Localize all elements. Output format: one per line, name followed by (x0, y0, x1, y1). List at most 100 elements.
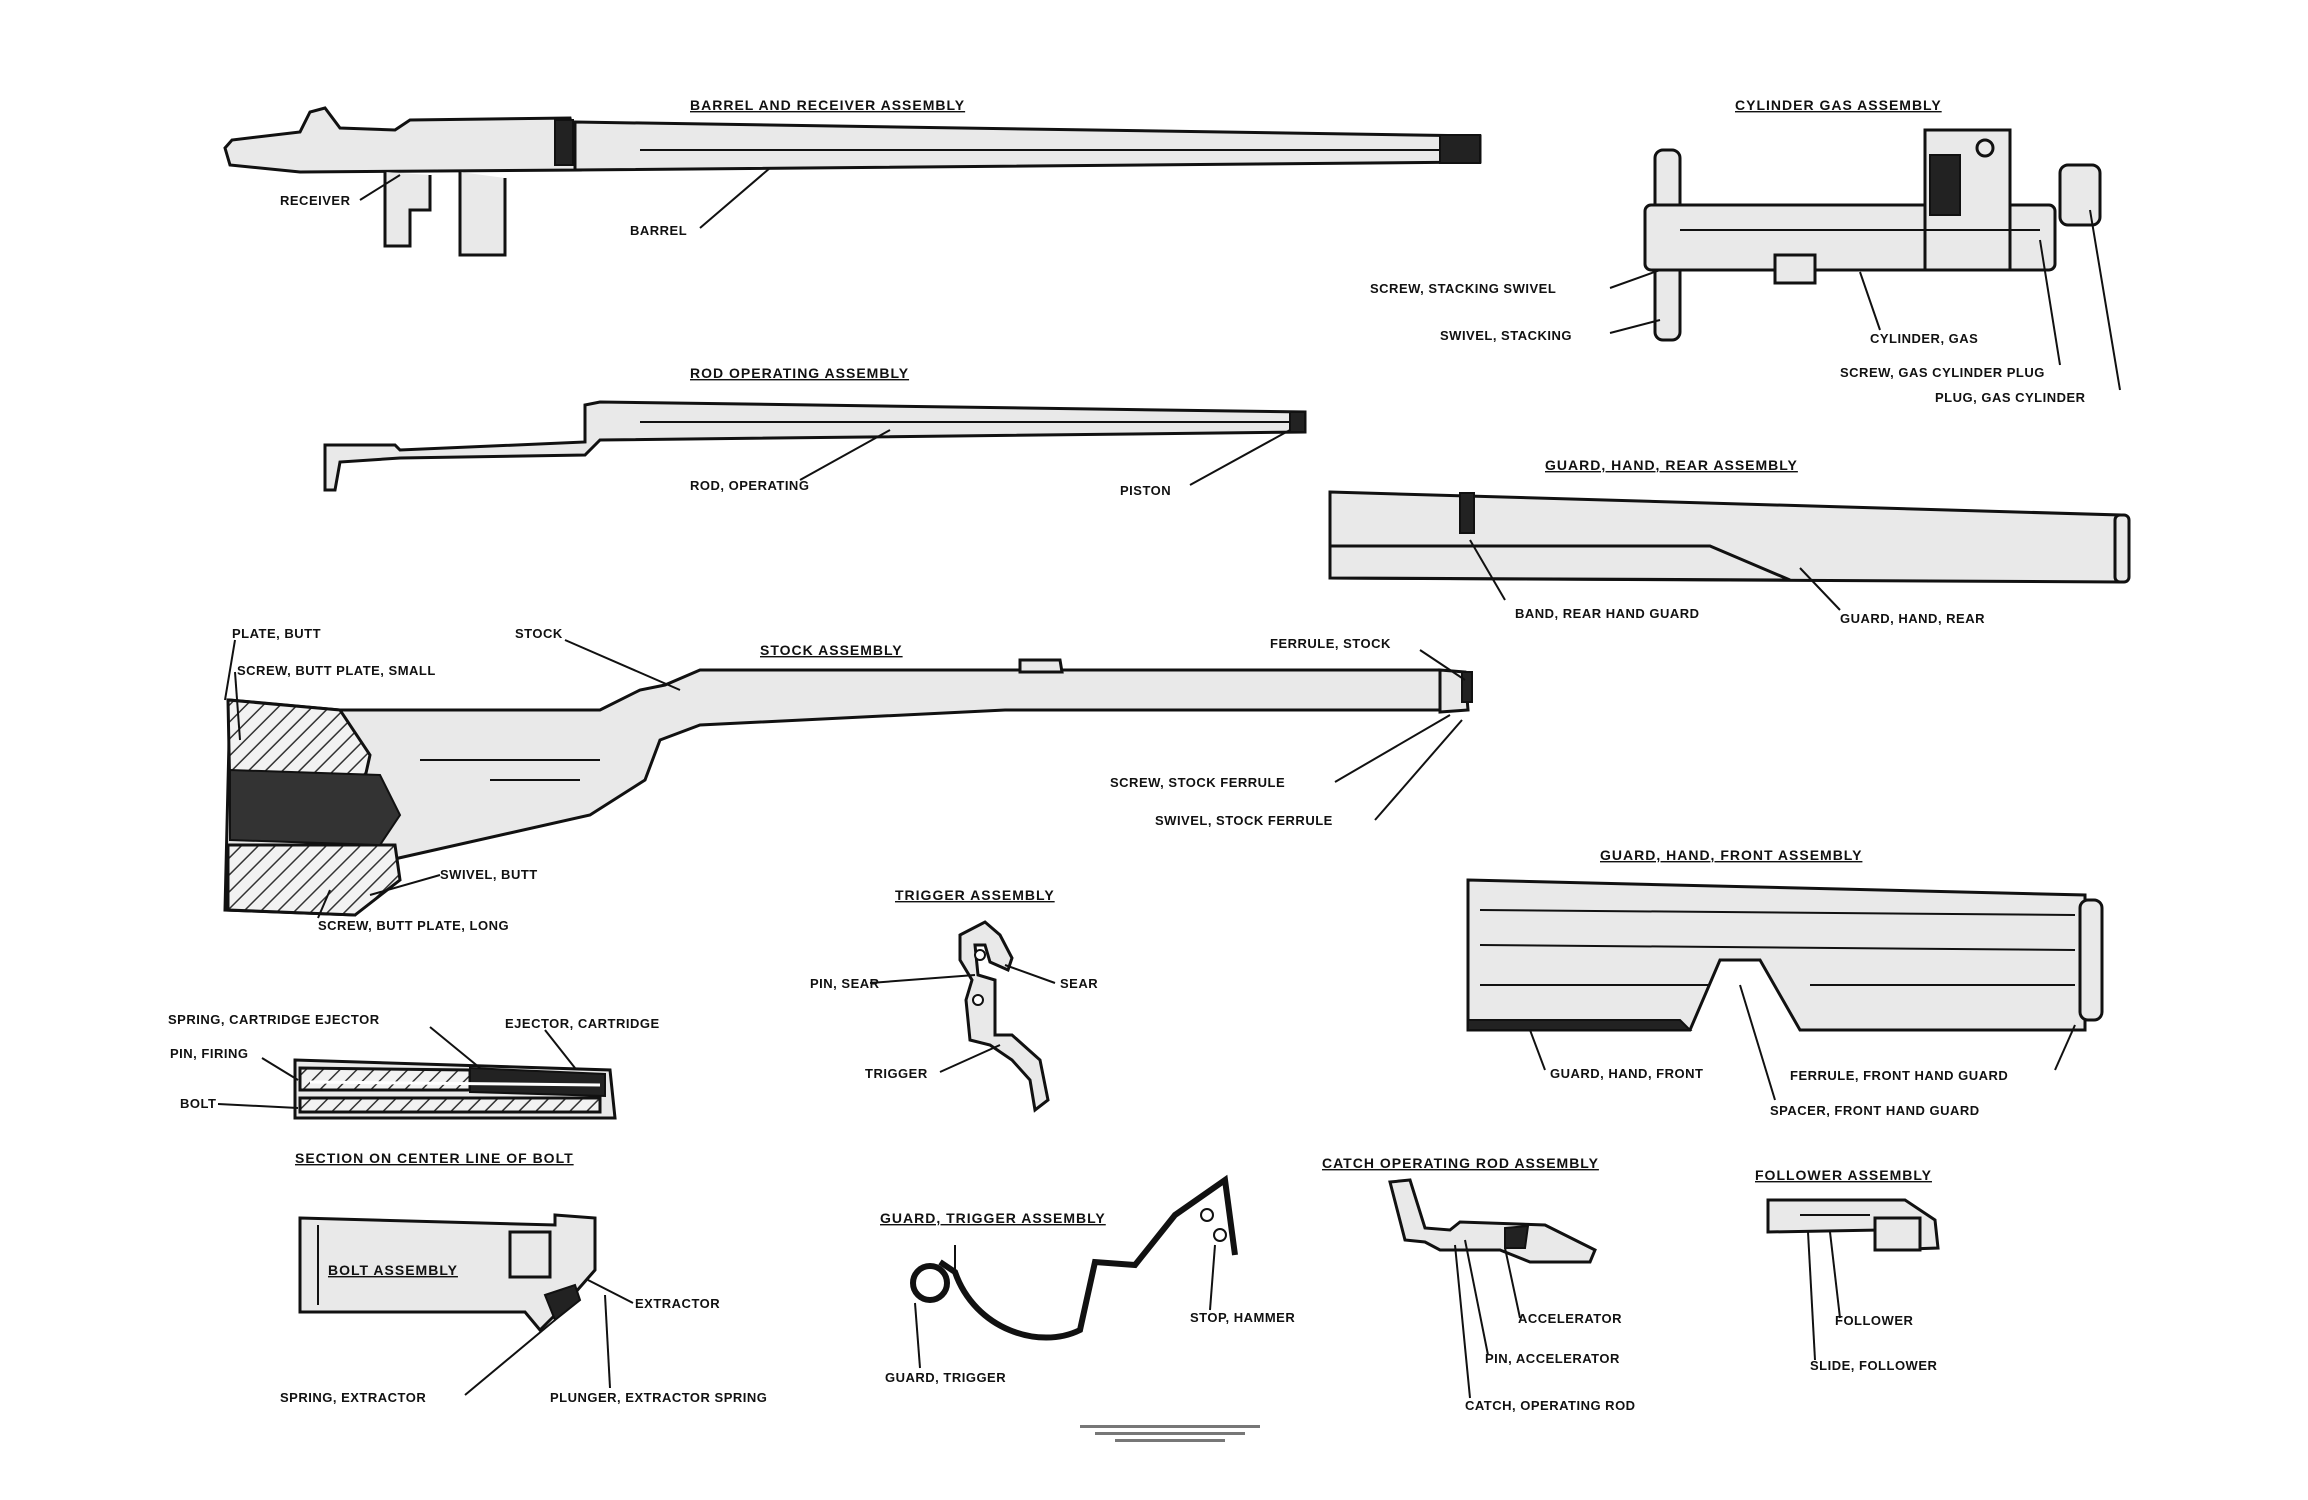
trigger-title: TRIGGER ASSEMBLY (895, 887, 1055, 903)
plate-butt-label: PLATE, BUTT (232, 626, 321, 641)
barrel-receiver-title: BARREL AND RECEIVER ASSEMBLY (690, 97, 965, 113)
receiver-label: RECEIVER (280, 193, 351, 208)
plug-gas-cylinder-label: PLUG, GAS CYLINDER (1935, 390, 2086, 405)
barrel-label: BARREL (630, 223, 687, 238)
screw-gas-cylinder-plug-leader (2039, 239, 2061, 366)
receiver-leader (359, 174, 401, 201)
accelerator-label: ACCELERATOR (1518, 1311, 1622, 1326)
stock-assembly: STOCK ASSEMBLY PLATE, BUTT SCREW, BUTT P… (223, 626, 1473, 933)
cylinder-gas-drawing (1643, 128, 2102, 342)
cylinder-gas-title: CYLINDER GAS ASSEMBLY (1735, 97, 1942, 113)
guard-hand-rear-leader (1799, 567, 1841, 611)
cylinder-gas-label: CYLINDER, GAS (1870, 331, 1978, 346)
ferrule-stock-label: FERRULE, STOCK (1270, 636, 1391, 651)
sear-leader (1004, 964, 1056, 984)
bolt-title: BOLT ASSEMBLY (328, 1262, 458, 1278)
swivel-stacking-label: SWIVEL, STACKING (1440, 328, 1572, 343)
guard-hand-rear-drawing (1328, 490, 2131, 584)
rod-operating-assembly: ROD OPERATING ASSEMBLY ROD, OPERATING PI… (323, 365, 1307, 498)
barrel-leader (699, 167, 771, 229)
spring-extractor-leader (464, 1319, 556, 1396)
swivel-stock-ferrule-label: SWIVEL, STOCK FERRULE (1155, 813, 1333, 828)
bolt-assembly: BOLT ASSEMBLY EXTRACTOR SPRING, EXTRACTO… (280, 1213, 767, 1405)
screw-stacking-swivel-label: SCREW, STACKING SWIVEL (1370, 281, 1556, 296)
guard-trigger-leader (914, 1302, 921, 1369)
screw-butt-plate-small-leader (234, 671, 241, 741)
screw-stock-ferrule-label: SCREW, STOCK FERRULE (1110, 775, 1285, 790)
screw-butt-plate-long-leader (317, 889, 331, 919)
guard-hand-front-assembly: GUARD, HAND, FRONT ASSEMBLY GUARD, HAND,… (1466, 847, 2104, 1118)
catch-operating-rod-label: CATCH, OPERATING ROD (1465, 1398, 1636, 1413)
stop-hammer-label: STOP, HAMMER (1190, 1310, 1295, 1325)
spring-cartridge-ejector-leader (429, 1026, 481, 1069)
slide-follower-leader (1807, 1231, 1816, 1361)
swivel-butt-leader (369, 874, 441, 896)
screw-butt-plate-long-label: SCREW, BUTT PLATE, LONG (318, 918, 509, 933)
barrel-drawing (573, 120, 1482, 172)
spring-extractor-label: SPRING, EXTRACTOR (280, 1390, 426, 1405)
extractor-leader (587, 1279, 634, 1304)
ejector-cartridge-leader (544, 1029, 576, 1069)
trigger-assembly: TRIGGER ASSEMBLY PIN, SEAR SEAR TRIGGER (810, 887, 1098, 1113)
trigger-leader (939, 1044, 1001, 1073)
pin-firing-leader (261, 1057, 299, 1081)
pin-sear-leader (869, 974, 976, 984)
guard-hand-rear-label: GUARD, HAND, REAR (1840, 611, 1985, 626)
ferrule-stock-leader (1419, 649, 1466, 681)
bolt-section-title: SECTION ON CENTER LINE OF BOLT (295, 1150, 574, 1166)
guard-hand-front-leader (1529, 1029, 1546, 1071)
ejector-cartridge-label: EJECTOR, CARTRIDGE (505, 1016, 660, 1031)
cylinder-gas-assembly: CYLINDER GAS ASSEMBLY SCREW, STACKING SW… (1370, 97, 2121, 405)
rod-operating-drawing (323, 400, 1307, 492)
follower-drawing (1766, 1198, 1940, 1252)
pin-sear-label: PIN, SEAR (810, 976, 880, 991)
guard-hand-front-drawing (1466, 878, 2104, 1032)
plunger-extractor-spring-label: PLUNGER, EXTRACTOR SPRING (550, 1390, 767, 1405)
spacer-front-hand-guard-label: SPACER, FRONT HAND GUARD (1770, 1103, 1980, 1118)
accelerator-leader (1504, 1247, 1521, 1319)
pin-firing-label: PIN, FIRING (170, 1046, 248, 1061)
bolt-section-bolt-label: BOLT (180, 1096, 216, 1111)
piston-leader (1189, 429, 1291, 486)
catch-operating-rod-leader (1454, 1244, 1471, 1399)
bolt-drawing (298, 1213, 597, 1333)
stop-hammer-leader (1209, 1244, 1216, 1311)
guard-trigger-label: GUARD, TRIGGER (885, 1370, 1006, 1385)
swivel-butt-label: SWIVEL, BUTT (440, 867, 538, 882)
catch-operating-rod-drawing (1388, 1178, 1597, 1264)
catch-operating-rod-assembly: CATCH OPERATING ROD ASSEMBLY ACCELERATOR… (1322, 1155, 1636, 1413)
band-rear-hand-guard-label: BAND, REAR HAND GUARD (1515, 606, 1700, 621)
guard-hand-rear-title: GUARD, HAND, REAR ASSEMBLY (1545, 457, 1798, 473)
guard-hand-front-label: GUARD, HAND, FRONT (1550, 1066, 1703, 1081)
rod-operating-label: ROD, OPERATING (690, 478, 809, 493)
follower-assembly: FOLLOWER ASSEMBLY FOLLOWER SLIDE, FOLLOW… (1755, 1167, 1940, 1373)
stock-title: STOCK ASSEMBLY (760, 642, 903, 658)
trigger-label: TRIGGER (865, 1066, 928, 1081)
piston-label: PISTON (1120, 483, 1171, 498)
guard-trigger-title: GUARD, TRIGGER ASSEMBLY (880, 1210, 1106, 1226)
screw-stock-ferrule-leader (1334, 714, 1451, 783)
plate-butt-leader (224, 639, 236, 701)
pin-accelerator-label: PIN, ACCELERATOR (1485, 1351, 1620, 1366)
ferrule-front-hand-guard-label: FERRULE, FRONT HAND GUARD (1790, 1068, 2008, 1083)
stock-drawing (223, 658, 1473, 917)
stock-leader (564, 639, 681, 691)
ferrule-front-hand-guard-leader (2054, 1024, 2076, 1071)
spring-cartridge-ejector-label: SPRING, CARTRIDGE EJECTOR (168, 1012, 380, 1027)
follower-label: FOLLOWER (1835, 1313, 1913, 1328)
sear-label: SEAR (1060, 976, 1098, 991)
rod-operating-title: ROD OPERATING ASSEMBLY (690, 365, 909, 381)
receiver-drawing (223, 106, 582, 257)
screw-butt-plate-small-label: SCREW, BUTT PLATE, SMALL (237, 663, 436, 678)
bolt-section-leader (217, 1103, 299, 1109)
guard-trigger-assembly: GUARD, TRIGGER ASSEMBLY GUARD, TRIGGER S… (880, 1174, 1295, 1385)
cylinder-gas-leader (1859, 271, 1881, 331)
screw-gas-cylinder-plug-label: SCREW, GAS CYLINDER PLUG (1840, 365, 2045, 380)
spacer-front-hand-guard-leader (1739, 984, 1776, 1101)
guard-trigger-drawing (910, 1174, 1238, 1341)
extractor-label: EXTRACTOR (635, 1296, 720, 1311)
trigger-drawing (958, 920, 1050, 1113)
plunger-extractor-spring-leader (604, 1294, 611, 1389)
swivel-stacking-leader (1609, 319, 1661, 334)
